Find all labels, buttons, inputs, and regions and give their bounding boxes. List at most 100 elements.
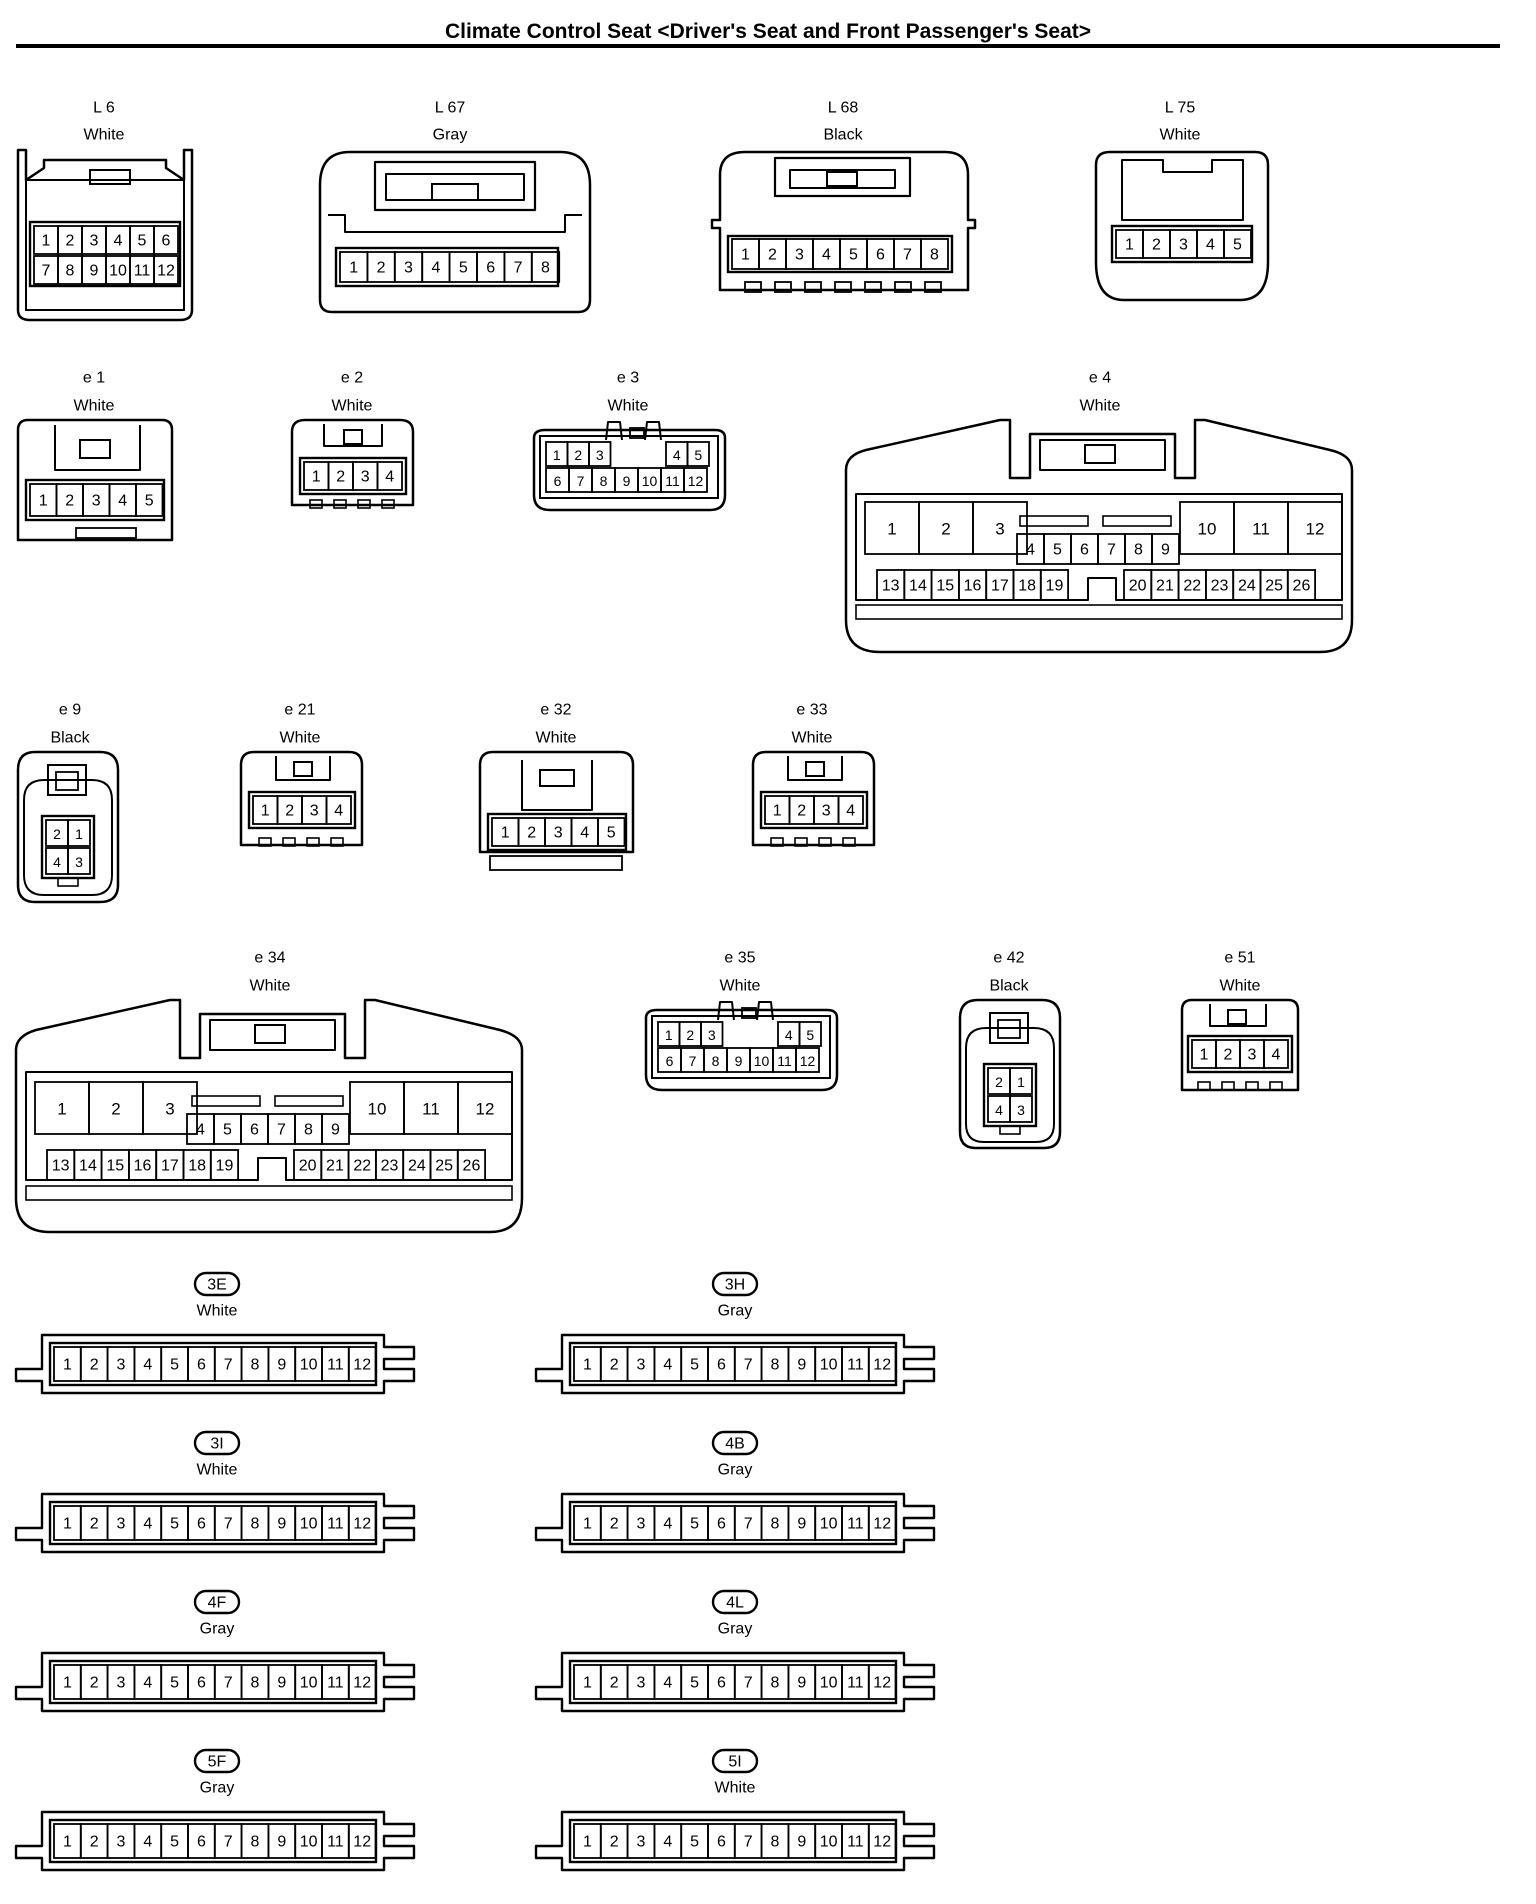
pin-cell (530, 251, 561, 283)
pin-cell (347, 1346, 377, 1382)
pin-label: 4 (785, 1027, 793, 1043)
pin-label: 2 (610, 1834, 619, 1851)
pin-cell (456, 1149, 486, 1181)
junction-badge (193, 1430, 241, 1456)
pin-cell (867, 1346, 897, 1382)
pin-label: 26 (1293, 578, 1311, 595)
connector-code: e 33 (796, 702, 827, 719)
pin-label: 1 (63, 1834, 72, 1851)
pin-label: 19 (1046, 578, 1064, 595)
pin-label: 5 (145, 493, 154, 510)
connector-color: White (1160, 127, 1201, 144)
junction-code: 5I (728, 1754, 741, 1771)
pin-label: 1 (57, 1100, 66, 1119)
pin-label: 7 (577, 473, 585, 489)
pin-label: 3 (1179, 237, 1188, 254)
pin-label: 9 (797, 1357, 806, 1374)
pin-label: 2 (377, 260, 386, 277)
pin-label: 1 (63, 1675, 72, 1692)
connector-color: Black (989, 978, 1029, 995)
connector-color: White (197, 1303, 238, 1320)
pin-label: 2 (90, 1675, 99, 1692)
connector-code: e 9 (59, 702, 81, 719)
pin-label: 7 (277, 1122, 286, 1139)
pin-label: 6 (197, 1357, 206, 1374)
pin-label: 3 (708, 1027, 716, 1043)
pin-cell (209, 1149, 240, 1181)
pin-label: 9 (277, 1357, 286, 1374)
pin-label: 1 (75, 826, 83, 842)
junction-badge (711, 1748, 759, 1774)
connector-color: White (608, 398, 649, 415)
pin-label: 5 (849, 247, 858, 264)
connector-color: Gray (200, 1621, 235, 1638)
connector-color: White (250, 978, 291, 995)
pin-label: 12 (476, 1100, 495, 1119)
pin-cell (67, 847, 91, 875)
junction-code: 3H (725, 1277, 745, 1294)
pin-label: 7 (744, 1834, 753, 1851)
connector-code: L 6 (93, 100, 115, 117)
pin-label: 7 (744, 1675, 753, 1692)
pin-label: 8 (251, 1675, 260, 1692)
pin-label: 11 (847, 1675, 864, 1692)
connector-code: e 42 (993, 950, 1024, 967)
pin-label: 26 (463, 1158, 481, 1175)
connector-color: White (1220, 978, 1261, 995)
pin-label: 12 (688, 473, 704, 489)
pin-label: 11 (327, 1357, 344, 1374)
pin-label: 6 (197, 1834, 206, 1851)
connector-code: e 21 (284, 702, 315, 719)
pin-label: 11 (1252, 520, 1270, 539)
pin-label: 6 (666, 1053, 674, 1069)
pin-label: 3 (637, 1834, 646, 1851)
pin-cell (135, 483, 164, 517)
pin-label: 9 (277, 1675, 286, 1692)
pin-cell (920, 238, 949, 270)
pin-cell (1151, 533, 1180, 565)
pin-label: 5 (170, 1834, 179, 1851)
pin-label: 11 (327, 1834, 344, 1851)
pin-label: 1 (42, 233, 51, 250)
pin-label: 11 (327, 1516, 344, 1533)
pin-label: 4 (846, 803, 855, 820)
pin-label: 24 (408, 1158, 426, 1175)
pin-label: 2 (941, 520, 950, 539)
pin-cell (700, 1021, 724, 1047)
pin-label: 9 (797, 1675, 806, 1692)
pin-label: 4 (385, 469, 394, 486)
pin-label: 5 (1233, 237, 1242, 254)
pin-label: 1 (583, 1834, 592, 1851)
pin-label: 4 (118, 493, 127, 510)
pin-label: 11 (847, 1516, 864, 1533)
pin-label: 19 (216, 1158, 234, 1175)
pin-cell (153, 225, 179, 255)
connector-color: Gray (200, 1780, 235, 1797)
pin-label: 12 (353, 1834, 371, 1851)
connector-code: e 3 (617, 370, 639, 387)
pin-label: 5 (223, 1122, 232, 1139)
pin-label: 4 (143, 1834, 152, 1851)
pin-label: 3 (75, 854, 83, 870)
pin-label: 10 (820, 1357, 838, 1374)
pin-label: 3 (822, 803, 831, 820)
pin-label: 7 (744, 1516, 753, 1533)
junction-badge (193, 1748, 241, 1774)
pin-label: 6 (197, 1516, 206, 1533)
pin-label: 4 (143, 1357, 152, 1374)
junction-badge (711, 1430, 759, 1456)
pin-label: 7 (903, 247, 912, 264)
pin-label: 6 (486, 260, 495, 277)
pin-label: 25 (1265, 578, 1283, 595)
pin-label: 5 (607, 825, 616, 842)
pin-label: 2 (336, 469, 345, 486)
pin-cell (795, 1047, 820, 1073)
pin-label: 2 (686, 1027, 694, 1043)
pin-label: 4 (673, 447, 681, 463)
